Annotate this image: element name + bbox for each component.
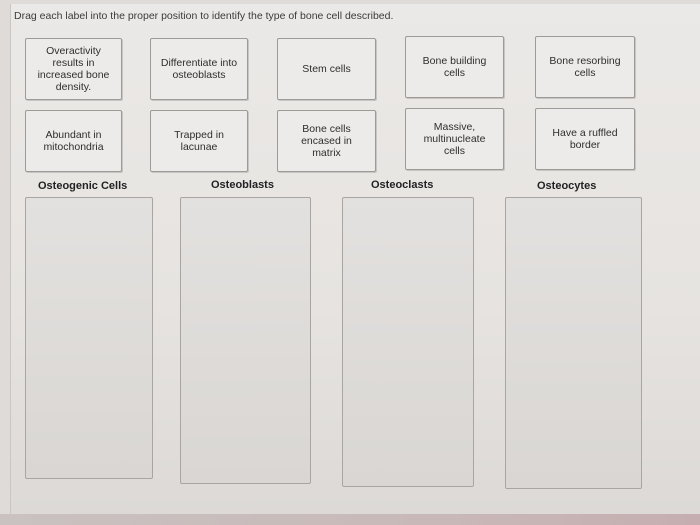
draggable-label-bone-resorbing[interactable]: Bone resorbing cells bbox=[535, 36, 635, 98]
zone-title-osteoclasts: Osteoclasts bbox=[371, 179, 434, 191]
drop-zone-osteoblasts[interactable] bbox=[180, 197, 311, 484]
draggable-label-bone-building[interactable]: Bone building cells bbox=[405, 36, 504, 98]
label-text: Bone building cells bbox=[422, 55, 487, 79]
draggable-label-lacunae[interactable]: Trapped in lacunae bbox=[150, 110, 248, 172]
draggable-label-multinucleate[interactable]: Massive, multinucleate cells bbox=[405, 108, 504, 170]
label-text: Trapped in lacunae bbox=[174, 129, 224, 153]
draggable-label-encased-matrix[interactable]: Bone cells encased in matrix bbox=[277, 110, 376, 172]
label-text: Bone cells encased in matrix bbox=[301, 123, 352, 159]
label-text: Abundant in mitochondria bbox=[43, 129, 104, 153]
draggable-label-ruffled-border[interactable]: Have a ruffled border bbox=[535, 108, 635, 170]
label-text: Have a ruffled border bbox=[552, 127, 618, 151]
screen-bottom-edge bbox=[0, 514, 700, 525]
label-text: Bone resorbing cells bbox=[549, 55, 621, 79]
label-text: Overactivity results in increased bone d… bbox=[37, 45, 110, 93]
label-text: Differentiate into osteoblasts bbox=[160, 57, 238, 81]
zone-title-osteocytes: Osteocytes bbox=[537, 180, 597, 192]
zone-title-osteoblasts: Osteoblasts bbox=[211, 179, 274, 191]
label-text: Stem cells bbox=[302, 63, 351, 75]
zone-title-osteogenic: Osteogenic Cells bbox=[38, 180, 128, 192]
drop-zone-osteogenic[interactable] bbox=[25, 197, 153, 479]
draggable-label-stem-cells[interactable]: Stem cells bbox=[277, 38, 376, 100]
label-text: Massive, multinucleate cells bbox=[423, 121, 486, 157]
instructions-text: Drag each label into the proper position… bbox=[14, 10, 394, 22]
drop-zone-osteocytes[interactable] bbox=[505, 197, 642, 489]
draggable-label-mitochondria[interactable]: Abundant in mitochondria bbox=[25, 110, 122, 172]
drop-zone-osteoclasts[interactable] bbox=[342, 197, 474, 487]
draggable-label-differentiate[interactable]: Differentiate into osteoblasts bbox=[150, 38, 248, 100]
draggable-label-overactivity[interactable]: Overactivity results in increased bone d… bbox=[25, 38, 122, 100]
